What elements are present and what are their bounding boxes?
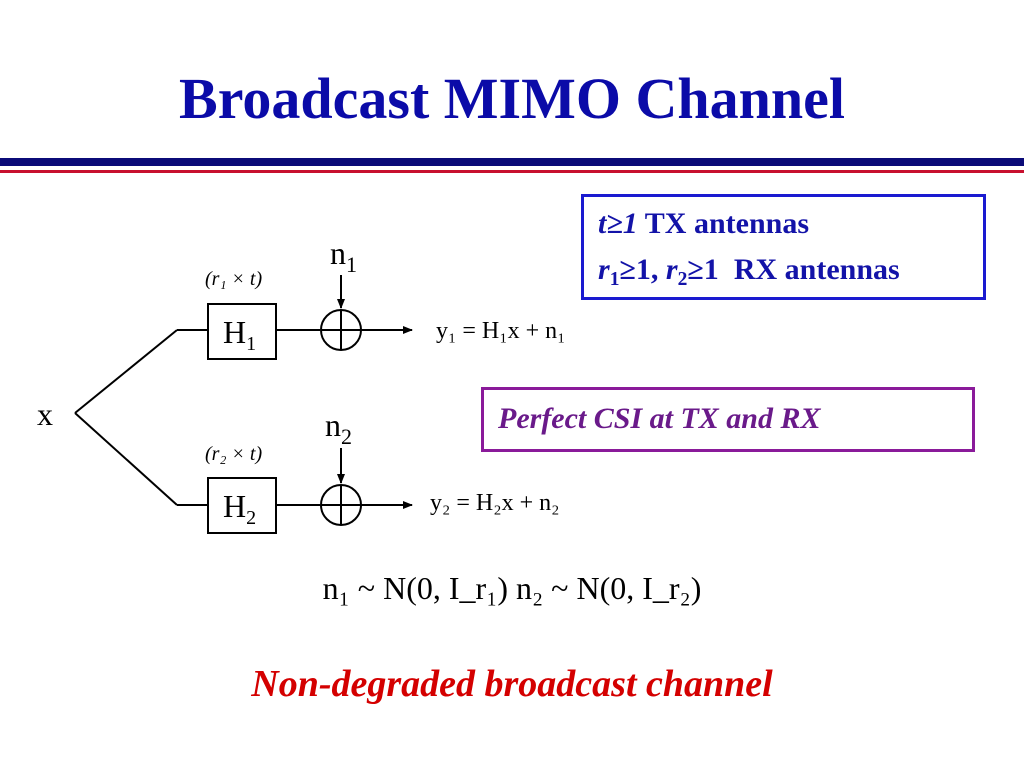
r2-var: r: [665, 253, 678, 286]
r2-subscript: 2: [677, 268, 688, 290]
fork-upper-line: [74, 329, 178, 414]
h2-channel-box: [207, 477, 277, 534]
title-rule-red: [0, 170, 1024, 173]
r1-subscript: 1: [609, 268, 620, 290]
csi-box: Perfect CSI at TX and RX: [481, 387, 975, 452]
bottom-note: Non-degraded broadcast channel: [251, 663, 773, 705]
antenna-info-box: t≥1 TX antennas r1≥1, r2≥1 RX antennas: [581, 194, 986, 300]
h2-dimension: (r₂ × t): [205, 443, 262, 465]
fork-lower-line: [74, 412, 178, 506]
rx-label: RX antennas: [733, 253, 900, 286]
tx-antennas-line: t≥1 TX antennas: [598, 207, 809, 241]
input-x-label: x: [37, 396, 53, 432]
h1-dimension: (r₁ × t): [205, 268, 262, 290]
tx-count: t≥1: [598, 207, 638, 240]
tx-label: TX antennas: [644, 207, 809, 240]
slide-title: Broadcast MIMO Channel: [179, 66, 845, 131]
h1-channel-label: H1: [223, 314, 256, 355]
noise-distribution: n₁ ~ N(0, I_r₁) n₂ ~ N(0, I_r₂): [322, 570, 702, 606]
y1-equation: y₁ = H₁x + n₁: [436, 318, 566, 344]
r1-condition: ≥1,: [619, 253, 659, 286]
n1-noise-label: n1: [330, 235, 357, 277]
h1-channel-box: [207, 303, 277, 360]
r1-var: r: [598, 253, 610, 286]
h2-channel-label: H2: [223, 488, 256, 529]
title-rule-blue: [0, 158, 1024, 166]
n2-noise-label: n2: [325, 407, 352, 449]
r2-condition: ≥1: [687, 253, 719, 286]
y2-equation: y₂ = H₂x + n₂: [430, 490, 560, 516]
rx-antennas-line: r1≥1, r2≥1 RX antennas: [598, 253, 900, 291]
csi-text: Perfect CSI at TX and RX: [498, 402, 821, 435]
